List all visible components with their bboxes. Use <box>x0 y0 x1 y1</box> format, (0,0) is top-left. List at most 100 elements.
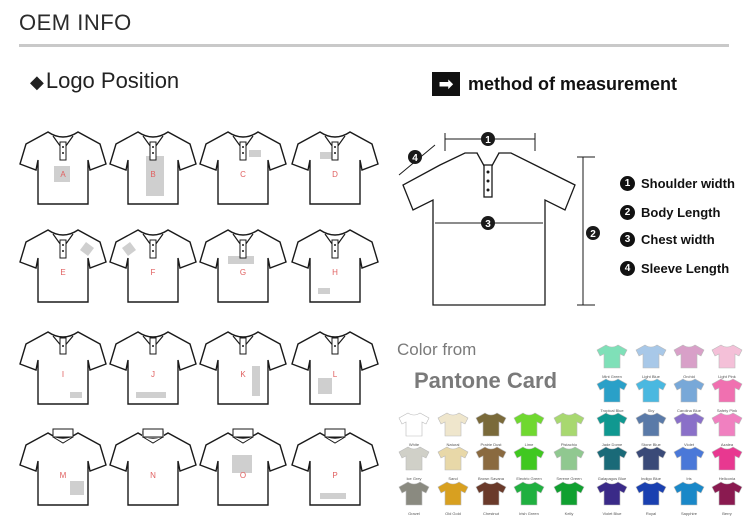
color-swatch-tee: Light Pink <box>710 343 744 380</box>
swatch-name: Heliconia <box>718 476 736 481</box>
color-swatch-tee: Chestnut <box>474 480 508 517</box>
diamond-icon: ◆ <box>30 72 44 92</box>
color-swatch-tee: Sapphire <box>672 480 706 517</box>
swatch-name: Light Pink <box>718 374 736 379</box>
swatch-name: Kelly <box>564 511 574 516</box>
logo-position-shirt-j: J <box>108 322 198 412</box>
color-swatch-tee: Royal <box>634 480 668 517</box>
swatch-name: Safety Pink <box>716 408 738 413</box>
color-swatch-tee: Electric Green <box>512 445 546 482</box>
section-divider <box>19 44 729 47</box>
pantone-subtitle: Color from <box>397 340 477 359</box>
number-badge: 2 <box>620 205 635 220</box>
section-title: OEM INFO <box>19 10 132 35</box>
color-swatch-tee: Violet <box>672 411 706 448</box>
shirt-letter: K <box>240 370 246 379</box>
number-badge: 4 <box>620 261 635 276</box>
color-swatch-tee: Safety Pink <box>710 377 744 414</box>
color-swatch-tee: Ice Grey <box>397 445 431 482</box>
swatch-name: Light Blue <box>642 374 660 379</box>
shirt-letter: H <box>332 268 338 277</box>
swatch-name: Ice Grey <box>406 476 422 481</box>
legend-item: 2 Body Length <box>620 205 720 220</box>
color-swatch-tee: Azalea <box>710 411 744 448</box>
shirt-letter: B <box>150 170 156 179</box>
swatch-name: Prairie Dust <box>480 442 502 447</box>
legend-label: Sleeve Length <box>641 261 730 276</box>
logo-position-shirt-h: H <box>290 220 380 310</box>
shirt-letter: G <box>239 268 247 277</box>
swatch-name: Electric Green <box>516 476 542 481</box>
shirt-letter: J <box>151 370 155 379</box>
logo-position-shirt-l: L <box>290 322 380 412</box>
logo-position-shirt-m: M <box>18 423 108 513</box>
logo-position-shirt-c: C <box>198 122 288 212</box>
logo-position-shirt-k: K <box>198 322 288 412</box>
shirt-letter: P <box>332 471 338 480</box>
color-swatch-tee: Orchid <box>672 343 706 380</box>
shirt-letter: C <box>240 170 246 179</box>
measurement-diagram: 1 3 2 4 <box>398 132 600 306</box>
logo-position-shirt-o: O <box>198 423 288 513</box>
color-swatch-tee: Lime <box>512 411 546 448</box>
swatch-name: Tropical Blue <box>600 408 624 413</box>
shirt-letter: O <box>239 471 247 480</box>
color-swatch-tee: Brown Savana <box>474 445 508 482</box>
swatch-name: Sand <box>448 476 458 481</box>
swatch-name: Carolina Blue <box>676 408 701 413</box>
color-swatch-tee: Sky <box>634 377 668 414</box>
color-swatch-tee: White <box>397 411 431 448</box>
legend-label: Shoulder width <box>641 176 735 191</box>
color-swatch-tee: Iris <box>672 445 706 482</box>
legend-item: 1 Shoulder width <box>620 176 735 191</box>
color-swatch-tee: Old Gold <box>436 480 470 517</box>
color-swatch-tee: Carolina Blue <box>672 377 706 414</box>
swatch-name: Indigo Blue <box>640 476 661 481</box>
color-swatch-tee: Jade Dome <box>595 411 629 448</box>
color-swatch-tee: Kelly <box>552 480 586 517</box>
shirt-letter: F <box>150 268 156 277</box>
swatch-name: Orchid <box>683 374 695 379</box>
swatch-name: Gravel <box>408 511 420 516</box>
number-badge: 3 <box>620 232 635 247</box>
color-swatch-tee: Sand <box>436 445 470 482</box>
shirt-letter: I <box>61 370 65 379</box>
legend-item: 4 Sleeve Length <box>620 261 729 276</box>
shirt-letter: L <box>332 370 338 379</box>
swatch-name: Royal <box>645 511 657 516</box>
color-swatch-tee: Light Blue <box>634 343 668 380</box>
swatch-name: Sapphire <box>680 511 697 516</box>
marker-3: 3 <box>485 219 491 230</box>
logo-position-shirt-d: D <box>290 122 380 212</box>
color-swatch-tee: Prairie Dust <box>474 411 508 448</box>
swatch-name: Old Gold <box>445 511 461 516</box>
swatch-name: Jade Dome <box>601 442 623 447</box>
pantone-title: Pantone Card <box>414 368 558 393</box>
right-arrow-icon: ➡ <box>432 72 460 96</box>
swatch-name: Violet Blue <box>602 511 622 516</box>
logo-position-heading: ◆Logo Position <box>30 68 179 94</box>
shirt-letter: A <box>60 170 66 179</box>
measurement-heading: ➡ method of measurement <box>432 72 677 96</box>
logo-position-shirt-e: E <box>18 220 108 310</box>
logo-position-shirt-i: I <box>18 322 108 412</box>
logo-position-shirt-b: B <box>108 122 198 212</box>
color-swatch-tee: Gravel <box>397 480 431 517</box>
legend-label: Body Length <box>641 205 721 220</box>
color-swatch-tee: Serene Green <box>552 445 586 482</box>
marker-4: 4 <box>412 153 418 164</box>
swatch-name: Iris <box>686 476 692 481</box>
marker-1: 1 <box>485 135 491 146</box>
swatch-name: Brown Savana <box>477 476 504 481</box>
swatch-name: Chestnut <box>482 511 499 516</box>
swatch-name: Lime <box>524 442 534 447</box>
swatch-name: Natural <box>446 442 460 447</box>
color-swatch-tee: Irish Green <box>512 480 546 517</box>
swatch-name: Violet <box>684 442 694 447</box>
shirt-letter: D <box>332 170 338 179</box>
swatch-name: Mint Green <box>602 374 622 379</box>
number-badge: 1 <box>620 176 635 191</box>
logo-position-shirt-f: F <box>108 220 198 310</box>
logo-position-shirt-p: P <box>290 423 380 513</box>
